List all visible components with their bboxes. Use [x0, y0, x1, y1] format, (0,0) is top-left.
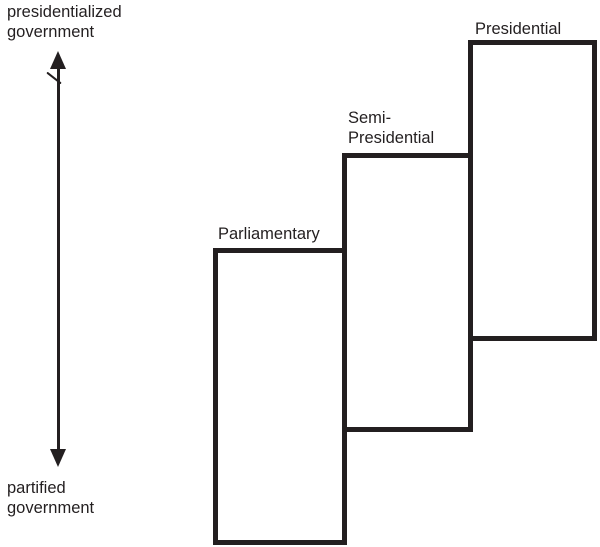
parliamentary-box: [213, 248, 347, 545]
semi-presidential-label: Semi- Presidential: [348, 109, 435, 147]
semi-presidential-box: [342, 153, 473, 432]
arrow-down-icon: [50, 449, 66, 467]
parliamentary-label: Parliamentary: [218, 225, 320, 243]
axis-top-label: presidentialized government: [7, 3, 122, 41]
axis-bottom-label: partified government: [7, 479, 95, 517]
presidential-label: Presidential: [475, 20, 562, 38]
arrow-up-icon: [50, 51, 66, 69]
presidential-box: [468, 40, 597, 341]
axis-line: [57, 66, 60, 452]
